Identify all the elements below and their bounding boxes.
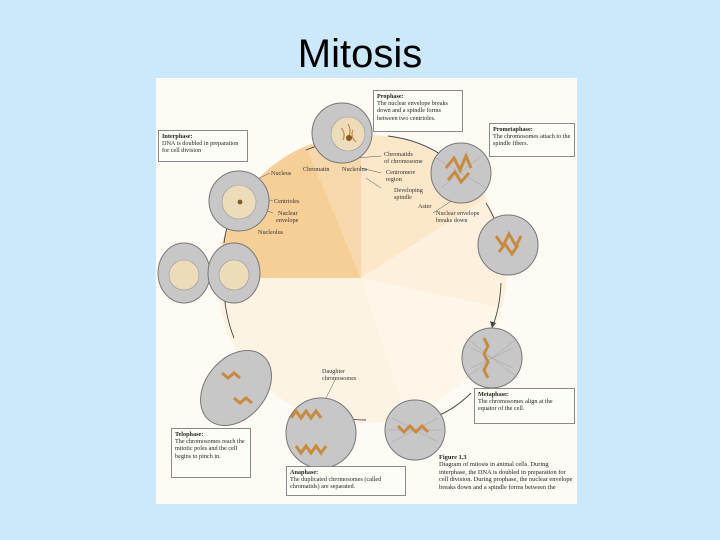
slide-title: Mitosis xyxy=(297,32,423,76)
nucleolus-top-label: Nucleolus xyxy=(342,166,368,173)
interphase-box: Interphase: DNA is doubled in preparatio… xyxy=(158,130,248,162)
telophase-text: The chromosomes reach the mitotic poles … xyxy=(175,438,245,460)
telophase-cell xyxy=(200,349,272,427)
anaphase-sector xyxy=(361,278,502,416)
daughter-chromosomes-label-1: Daughter xyxy=(322,368,346,375)
nuclear-envelope-label-2: envelope xyxy=(276,217,299,224)
interphase-cell xyxy=(208,170,270,232)
prometaphase-cell xyxy=(430,142,492,204)
telophase-sector xyxy=(217,278,406,424)
prophase-cell xyxy=(311,102,373,164)
interphase-heading: Interphase: xyxy=(162,133,193,140)
nucleolus-left-label: Nucleolus xyxy=(258,229,284,236)
developing-spindle-label-1: Developing xyxy=(394,187,423,194)
metaphase-box: Metaphase: The chromosomes align at the … xyxy=(474,388,575,424)
late-anaphase-cell xyxy=(285,397,357,469)
prometaphase-heading: Prometaphase: xyxy=(493,126,533,133)
metaphase-sector xyxy=(361,198,507,308)
chromatids-label-2: of chromosome xyxy=(384,158,423,165)
nucleus-label: Nucleus xyxy=(271,170,292,177)
nuclear-breakdown-label-1: Nuclear envelope xyxy=(436,210,480,217)
interphase-text: DNA is doubled in preparation for cell d… xyxy=(162,140,239,155)
anaphase-cell xyxy=(384,399,446,461)
daughter-chromosomes-label-2: chromosomes xyxy=(322,375,357,382)
figure-caption: Figure 1.3 Diagram of mitosis in animal … xyxy=(439,454,573,491)
prophase-sector xyxy=(306,135,361,278)
prometaphase-box: Prometaphase: The chromosomes attach to … xyxy=(489,123,575,157)
late-prometaphase-cell xyxy=(477,214,539,276)
phase-sectors xyxy=(217,134,507,424)
chromatin-label: Chromatin xyxy=(303,166,330,173)
anaphase-text: The duplicated chromosomes (called chrom… xyxy=(290,476,382,491)
nuclear-envelope-label-1: Nuclear xyxy=(278,210,298,217)
mitosis-diagram-graphic xyxy=(157,102,539,469)
nuclear-breakdown-label-2: breaks down xyxy=(436,217,468,224)
interphase-sector xyxy=(218,146,361,278)
prophase-box: Prophase: The nuclear envelope breaks do… xyxy=(373,90,463,132)
developing-spindle-label-2: spindle xyxy=(394,194,412,201)
anaphase-heading: Anaphase: xyxy=(290,469,319,476)
daughter-cells xyxy=(157,242,261,304)
metaphase-text: The chromosomes align at the equator of … xyxy=(478,398,553,413)
centromere-label-1: Centromere xyxy=(386,169,416,176)
metaphase-cell xyxy=(461,327,523,389)
anaphase-box: Anaphase: The duplicated chromosomes (ca… xyxy=(286,466,406,496)
prophase-text: The nuclear envelope breaks down and a s… xyxy=(377,100,448,122)
caption-heading: Figure 1.3 xyxy=(439,454,467,461)
mitosis-figure: Interphase: DNA is doubled in preparatio… xyxy=(156,78,577,504)
telophase-box: Telophase: The chromosomes reach the mit… xyxy=(171,428,251,478)
caption-text: Diagram of mitosis in animal cells. Duri… xyxy=(439,461,573,491)
centrioles-label: Centrioles xyxy=(274,198,300,205)
aster-label: Aster xyxy=(418,203,432,210)
prometaphase-text: The chromosomes attach to the spindle fi… xyxy=(493,133,571,148)
telophase-heading: Telophase: xyxy=(175,431,204,438)
chromatids-label-1: Chromatids xyxy=(384,151,413,158)
centromere-label-2: region xyxy=(386,176,402,183)
metaphase-heading: Metaphase: xyxy=(478,391,509,398)
prophase-heading: Prophase: xyxy=(377,93,404,100)
